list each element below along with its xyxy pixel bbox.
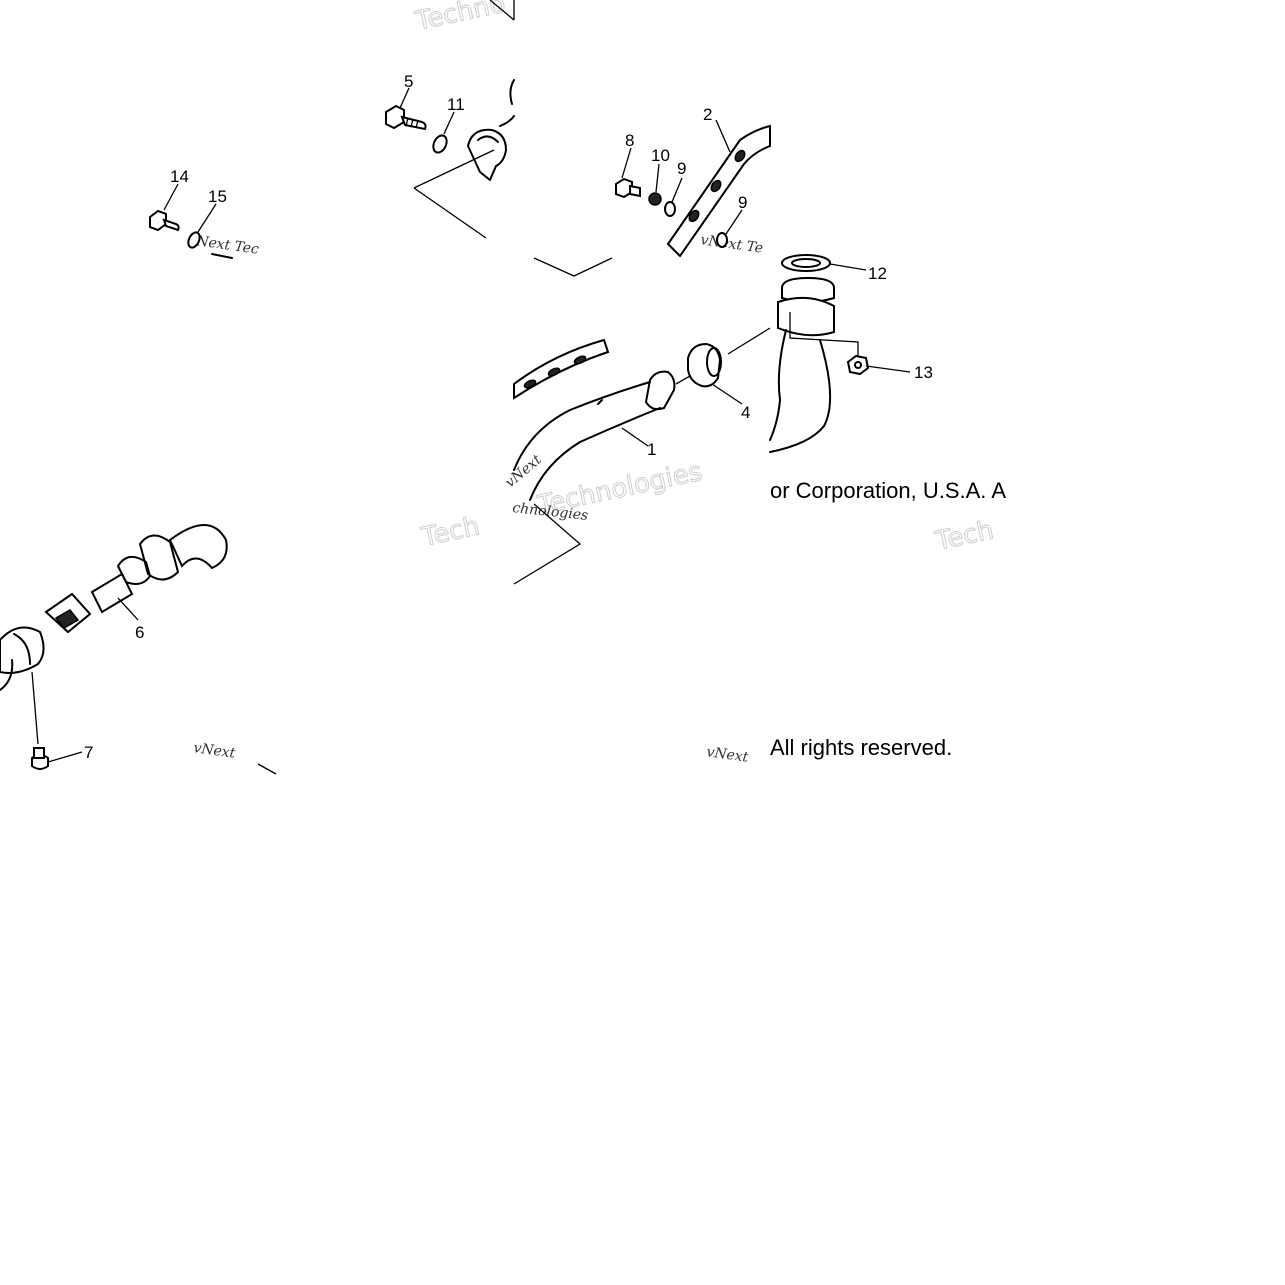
rights-reserved-text: All rights reserved. xyxy=(770,735,952,760)
bolt-7-icon xyxy=(31,747,49,770)
heat-shield-2-icon xyxy=(666,124,771,258)
watermark-vnext-diagonal: vNext xyxy=(502,452,545,491)
leader-2 xyxy=(715,119,731,153)
exhaust-pipe-1-icon xyxy=(513,370,676,501)
leader-7 xyxy=(47,751,83,763)
callout-10: 10 xyxy=(651,146,670,165)
sleeve-4-icon xyxy=(687,342,722,388)
nut-10-icon xyxy=(648,192,662,206)
callout-4: 4 xyxy=(741,403,750,422)
watermark-tech-right: Tech xyxy=(932,515,996,557)
assembly-line xyxy=(413,149,495,189)
callout-2: 2 xyxy=(703,105,712,124)
exhaust-flange-icon xyxy=(769,276,835,453)
muffler-end-icon xyxy=(0,626,45,691)
assembly-line xyxy=(413,187,487,239)
assembly-line xyxy=(675,375,691,385)
pipe-clamp-icon xyxy=(467,79,515,181)
copyright-text: or Corporation, U.S.A. A xyxy=(770,478,1006,503)
callout-9a: 9 xyxy=(677,159,686,178)
leader-9b xyxy=(725,209,743,235)
frame-fragment xyxy=(211,253,233,259)
callout-11: 11 xyxy=(447,95,465,114)
washer-9b-icon xyxy=(716,232,728,248)
callout-13: 13 xyxy=(914,363,933,382)
callout-12: 12 xyxy=(868,264,887,283)
washer-15-icon xyxy=(187,231,201,249)
assembly-line xyxy=(727,327,771,355)
watermark-tech-mid: Tech xyxy=(418,511,482,553)
callout-14: 14 xyxy=(170,167,189,186)
callout-8: 8 xyxy=(625,131,634,150)
assembly-line xyxy=(789,312,859,356)
watermark-vnext-bottom-right: vNext xyxy=(705,744,749,766)
leader-1 xyxy=(621,427,649,447)
assembly-line xyxy=(31,671,39,745)
bolt-8-icon xyxy=(615,177,641,199)
nut-13-icon xyxy=(846,354,870,376)
assembly-line xyxy=(513,503,582,585)
muffler-joint-6-icon xyxy=(44,524,228,634)
leader-6 xyxy=(117,597,139,621)
leader-10 xyxy=(655,163,660,193)
washer-9a-icon xyxy=(664,201,676,217)
watermark-chnologies: chnologies xyxy=(512,500,589,524)
watermark-vnext-bottom-left: vNext xyxy=(192,740,236,762)
leader-12 xyxy=(829,263,867,271)
callout-7: 7 xyxy=(84,743,93,762)
bolt-14-icon xyxy=(149,209,180,232)
assembly-line xyxy=(533,257,613,277)
watermark-tech-top: Techno xyxy=(412,0,508,37)
leader-9a xyxy=(671,177,683,203)
callout-6: 6 xyxy=(135,623,144,642)
frame-fragment xyxy=(257,763,277,775)
bolt-5-icon xyxy=(385,104,427,131)
tile-edge xyxy=(489,0,515,21)
leader-4 xyxy=(711,383,743,405)
watermark-vnext-right: vNext Te xyxy=(699,232,764,257)
callout-1: 1 xyxy=(647,440,656,459)
callout-5: 5 xyxy=(404,72,413,91)
leader-15 xyxy=(197,203,217,233)
leader-5 xyxy=(399,87,410,109)
callout-9b: 9 xyxy=(738,193,747,212)
callout-15: 15 xyxy=(208,187,227,206)
leader-11 xyxy=(443,111,455,135)
leader-14 xyxy=(163,183,179,211)
heat-shield-fragment-icon xyxy=(513,338,610,400)
leader-13 xyxy=(865,365,911,373)
leader-8 xyxy=(621,147,632,179)
washer-11-icon xyxy=(432,134,448,154)
gasket-12-icon xyxy=(781,254,831,272)
